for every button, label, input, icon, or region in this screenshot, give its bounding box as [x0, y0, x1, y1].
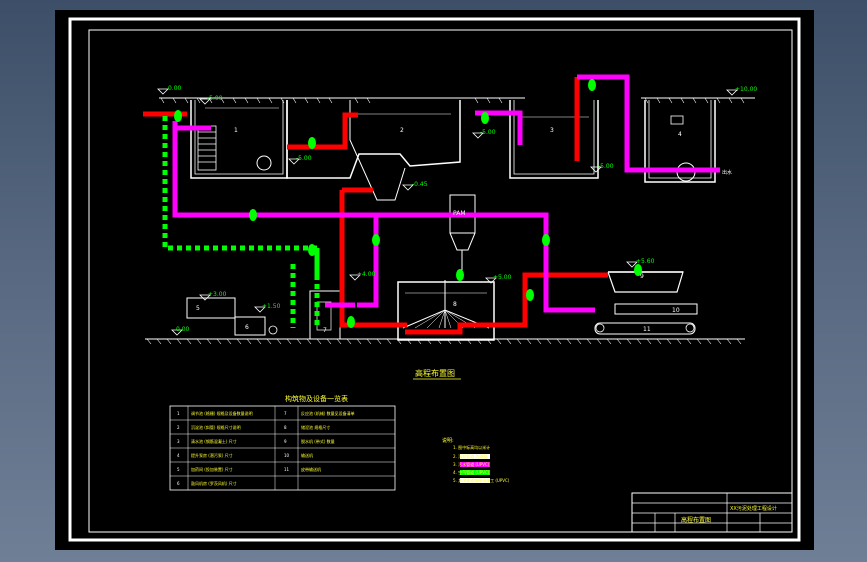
table-cell: 7	[284, 411, 287, 416]
title-block-name: 高程布置图	[681, 516, 711, 524]
unit-number: 6	[245, 324, 249, 331]
stair-icon	[197, 125, 217, 171]
unit-number: 3	[550, 127, 554, 134]
small-tank-5[interactable]	[186, 297, 236, 319]
unit-number: 1	[234, 127, 238, 134]
unit-number: 5	[196, 305, 200, 312]
title-block-company: XX污泥处理工程设计	[730, 505, 777, 512]
ground-line	[145, 338, 745, 345]
table-cell: 输送机	[301, 452, 313, 458]
legend-swatch	[460, 470, 490, 475]
conveyor-11[interactable]	[594, 322, 696, 335]
table-cell: 6	[177, 481, 180, 486]
legend-swatch	[460, 454, 490, 459]
elevation-label: -0.45	[412, 181, 428, 188]
table-title: 构筑物及设备一览表	[285, 394, 348, 403]
legend-item: 1. 图中标高均以米计	[453, 444, 490, 450]
table-cell: 11	[284, 467, 290, 472]
valve-icons	[174, 79, 642, 328]
table-cell: 调节池 (格栅) 规格及设备数量说明	[191, 410, 253, 416]
table-cell: 5	[177, 467, 180, 472]
pump-icon	[256, 155, 272, 171]
tank-3[interactable]	[509, 100, 599, 179]
elevation-label: +10.00	[735, 86, 757, 93]
tank-1[interactable]	[190, 100, 288, 179]
legend-swatch	[460, 462, 490, 467]
conveyor-10[interactable]	[614, 303, 698, 315]
air-pipes	[162, 116, 320, 328]
elevation-label: -5.00	[207, 95, 223, 102]
table-cell: 清水池 (钢筋混凝土) 尺寸	[191, 438, 237, 444]
table-cell: 4	[177, 453, 180, 458]
table-cell: 加药间 (投加装置) 尺寸	[191, 466, 233, 472]
unit-number: 9	[640, 273, 644, 280]
table-cell: 储泥池 规格尺寸	[301, 424, 330, 430]
table-cell: 3	[177, 439, 180, 444]
title-block[interactable]: XX污泥处理工程设计 高程布置图	[631, 492, 793, 533]
elevation-markers	[157, 88, 738, 336]
elevation-label: 0.00	[168, 85, 182, 92]
equipment-table[interactable]: 构筑物及设备一览表 1 调节池 (格栅) 规格及设备数量说明 7 反应池 (机械…	[169, 394, 396, 491]
unit-number: 10	[672, 307, 680, 314]
table-cell: 9	[284, 439, 287, 444]
pam-label: PAM	[453, 210, 466, 217]
table-cell: 10	[284, 453, 290, 458]
table-cell: 皮带输送机	[301, 466, 321, 472]
table-cell: 沉淀池 (斜管) 规格尺寸说明	[191, 424, 241, 430]
legend-item: 3. 污水管道 (UPVC)	[453, 461, 490, 467]
small-tank-6[interactable]	[234, 316, 278, 336]
sludge-pipes	[143, 77, 608, 335]
legend-title: 说明:	[442, 437, 454, 444]
elevation-label: +5.60	[636, 258, 655, 265]
drawing-border-inner	[88, 29, 793, 533]
table-cell: 提升泵房 (潜污泵) 尺寸	[191, 452, 233, 458]
water-pipes	[172, 74, 720, 313]
table-cell: 脱水机 (带式) 数量	[301, 438, 335, 444]
table-cell: 2	[177, 425, 180, 430]
elevation-label: -5.00	[598, 163, 614, 170]
drawing-title: 高程布置图	[415, 368, 455, 378]
cad-viewport[interactable]: 0.00 -5.00 -5.00 -5.00 -0.45 -5.00 +10.0…	[55, 10, 814, 550]
legend-item: 2. 污泥管道 为钢管	[453, 453, 487, 459]
elevation-label: +4.00	[357, 271, 376, 278]
elevation-label: +1.50	[262, 303, 281, 310]
top-ground-line	[159, 97, 755, 104]
tank-2[interactable]	[286, 100, 461, 201]
drawing-border-outer	[68, 17, 801, 542]
outlet-label: 出水	[722, 169, 732, 176]
legend-swatch	[460, 478, 490, 483]
sludge-thickener[interactable]	[397, 280, 495, 341]
table-cell: 反应池 (机械) 数量见设备清单	[301, 410, 355, 416]
belt-press-9[interactable]	[607, 271, 684, 293]
legend: 说明: 1. 图中标高均以米计 2. 污泥管道 为钢管 3. 污水管道 (UPV…	[442, 437, 510, 483]
elevation-label: +3.00	[208, 291, 227, 298]
unit-number: 4	[678, 131, 682, 138]
table-cell: 8	[284, 425, 287, 430]
legend-item: 5. 其余管道按图示施工 (UPVC)	[453, 477, 510, 483]
legend-item: 4. 空气管道 (UPVC)	[453, 469, 490, 475]
table-cell: 1	[177, 411, 180, 416]
unit-number: 7	[323, 327, 327, 334]
pam-hopper[interactable]	[449, 194, 476, 270]
elevation-label: -5.00	[480, 129, 496, 136]
unit-number: 2	[400, 127, 404, 134]
unit-number: 11	[643, 326, 651, 333]
elevation-label: 0.00	[176, 326, 190, 333]
elevation-label: -5.00	[296, 155, 312, 162]
elevation-label: +5.00	[493, 274, 512, 281]
unit-number: 8	[453, 301, 457, 308]
table-cell: 鼓风机房 (罗茨风机) 尺寸	[191, 480, 237, 486]
